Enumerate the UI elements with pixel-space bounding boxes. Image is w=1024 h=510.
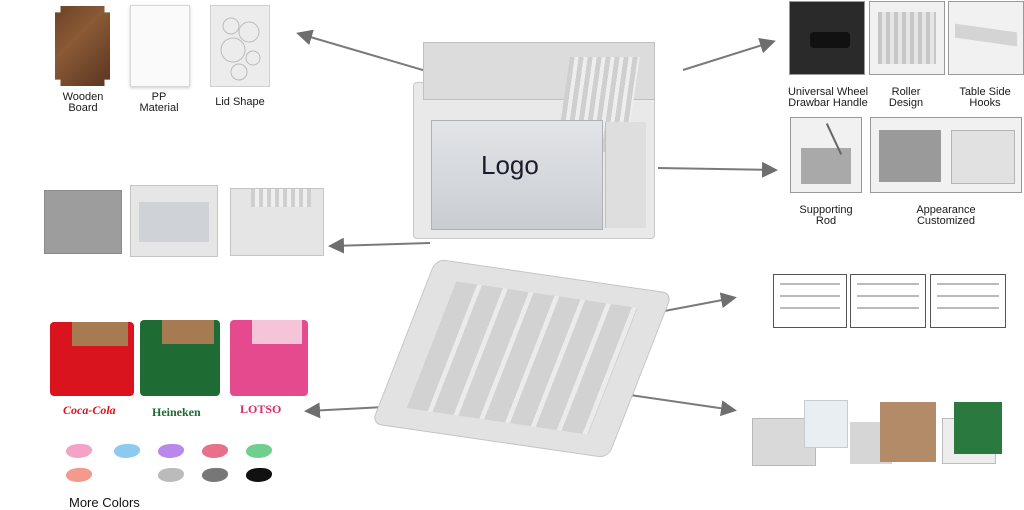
swatch-lavender xyxy=(158,444,184,458)
swatch-rose xyxy=(202,444,228,458)
swatch-gray xyxy=(202,468,228,482)
heineken-logo: Heineken xyxy=(152,405,201,419)
wooden-board-image xyxy=(55,6,110,86)
heineken-box xyxy=(140,320,220,396)
box-logo-text: Logo xyxy=(481,150,539,180)
front-window xyxy=(431,120,603,230)
coca-cola-box xyxy=(50,322,134,396)
lotso-logo: LOTSO xyxy=(240,402,282,416)
storage-box-main: Logo xyxy=(413,42,657,247)
appearance-image xyxy=(870,117,1022,193)
swatch-mint xyxy=(246,444,272,458)
swatch-coral xyxy=(66,468,92,482)
side-hooks-image xyxy=(948,1,1024,75)
swatch-black xyxy=(246,468,272,482)
supporting-rod-image xyxy=(790,117,862,193)
swatch-pink xyxy=(66,444,92,458)
coca-cola-logo: Coca-Cola xyxy=(63,403,116,417)
arrow-to-top-right xyxy=(682,37,776,71)
lid-shape-image xyxy=(210,5,270,87)
pp-material-image xyxy=(130,5,190,87)
roller-design-image xyxy=(869,1,945,75)
wheel-handle-image xyxy=(789,1,865,75)
swatch-sky-blue xyxy=(114,444,140,458)
manual-page-3 xyxy=(930,274,1006,328)
arrow-to-right-mid xyxy=(657,161,778,178)
more-colors-label: More Colors xyxy=(69,495,140,510)
arrow-to-left-mid xyxy=(328,237,431,254)
manual-page-2 xyxy=(850,274,926,328)
swatch-light-gray xyxy=(158,468,184,482)
box-variant-open xyxy=(230,188,324,256)
manual-page-1 xyxy=(773,274,847,328)
arrow-to-packaging xyxy=(615,392,737,417)
lid-shape-label: Lid Shape xyxy=(215,96,265,108)
packaging-image xyxy=(752,394,1022,468)
box-variant-window xyxy=(130,185,218,257)
lotso-box xyxy=(230,320,308,396)
box-variant-closed xyxy=(44,190,122,254)
